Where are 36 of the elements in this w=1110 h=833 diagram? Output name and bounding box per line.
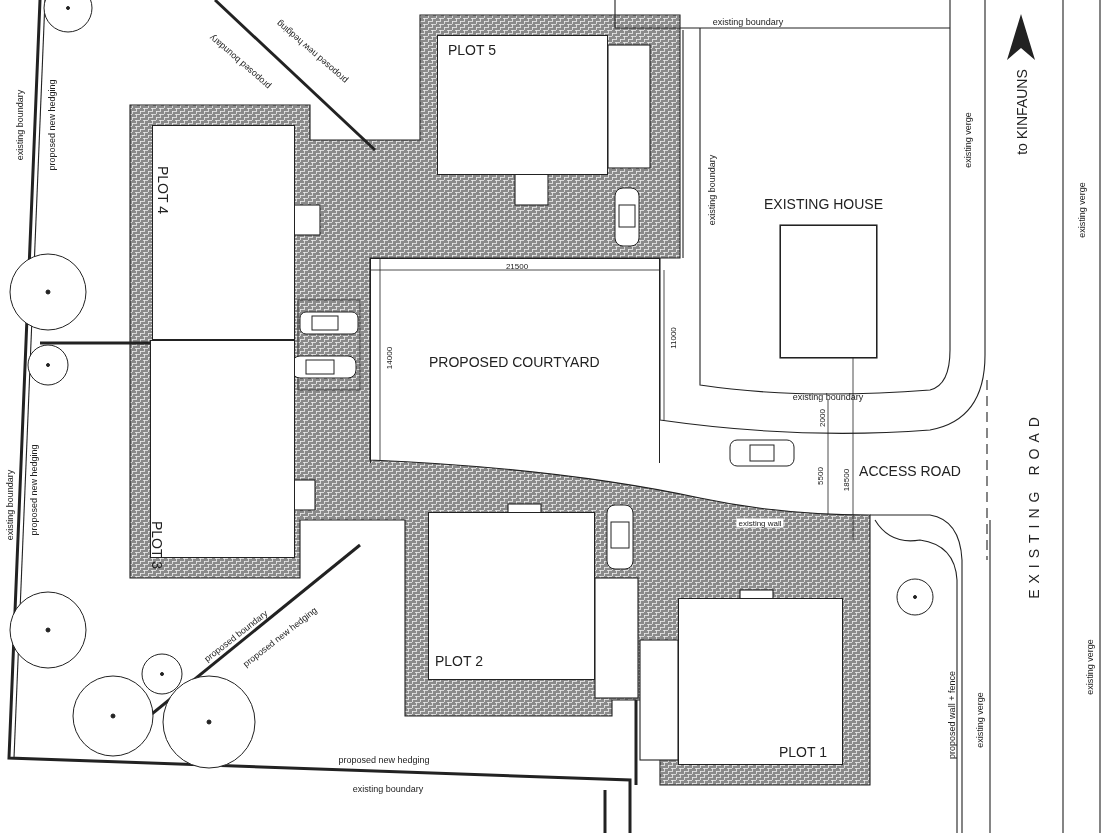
plan-note: existing boundary: [5, 469, 15, 541]
plot-1-building: [678, 598, 843, 765]
plan-label: EXISTING HOUSE: [764, 196, 884, 212]
plan-note: existing boundary: [712, 17, 784, 27]
plan-note: proposed wall + fence: [947, 671, 957, 759]
plan-note: existing verge: [1085, 639, 1095, 695]
plan-note: EXISTING ROAD: [1026, 411, 1042, 599]
dimension-text: 14000: [384, 346, 394, 370]
plan-label: PLOT 4: [155, 166, 171, 214]
plan-note: proposed new hedging: [47, 79, 57, 171]
plan-label: PLOT 5: [448, 42, 496, 58]
plot-5-building: [437, 35, 608, 175]
plan-note: existing verge: [975, 692, 985, 748]
courtyard-area: [370, 258, 660, 463]
dimension-text: 18500: [841, 468, 851, 492]
plan-note: existing verge: [1077, 182, 1087, 238]
dimension-text: 2000: [817, 409, 827, 427]
plan-note: proposed new hedging: [338, 755, 430, 765]
dimension-text: 11000: [668, 327, 678, 349]
plan-note: ACCESS ROAD: [859, 463, 961, 479]
plan-label: PLOT 2: [435, 653, 483, 669]
plan-label: PLOT 1: [779, 744, 827, 760]
plan-note: existing boundary: [352, 784, 424, 794]
plan-label: PLOT 3: [149, 521, 165, 569]
plan-note: existing boundary: [792, 392, 864, 402]
dimension-text: 5500: [815, 467, 825, 485]
plan-note: existing boundary: [15, 89, 25, 161]
plan-label: PROPOSED COURTYARD: [429, 354, 600, 370]
dimension-text: existing wall: [736, 518, 784, 528]
dimension-text: 21500: [505, 261, 529, 271]
plan-note: proposed new hedging: [29, 444, 39, 536]
plot-4-building: [152, 125, 295, 340]
plan-note: existing boundary: [707, 154, 717, 226]
plan-note: to KINFAUNS: [1014, 69, 1030, 155]
plan-note: existing verge: [963, 112, 973, 168]
plot-2-building: [428, 512, 595, 680]
